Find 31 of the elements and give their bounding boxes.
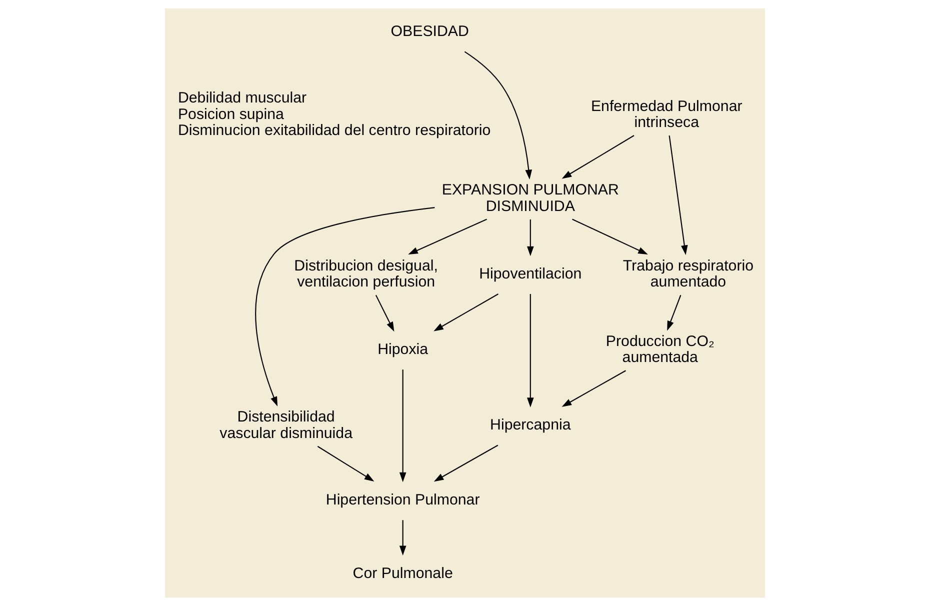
node-text: Distensibilidad vascular disminuida — [219, 408, 352, 442]
arrow — [561, 370, 626, 407]
arrow — [666, 294, 681, 331]
arrow — [561, 135, 634, 179]
node-text: EXPANSION PULMONAR DISMINUIDA — [441, 182, 618, 215]
node-text: Hipoventilacion — [478, 265, 582, 282]
label: Disminucion exitabilidad del centro respiratorio — [177, 122, 490, 140]
node-text: Enfermedad Pulmonar intrinseca — [590, 98, 742, 131]
arrow — [526, 294, 534, 408]
arrow — [398, 370, 406, 482]
node-text: Distribucion desigual, ventilacion perfusion — [294, 257, 438, 290]
node-text: Produccion CO₂ aumentada — [605, 332, 714, 366]
arrow — [316, 446, 374, 482]
label: Posicion supina — [177, 106, 284, 123]
arrow — [433, 444, 498, 482]
arrow — [254, 207, 434, 406]
node-text: Trabajo respiratorio aumentado — [622, 257, 754, 290]
arrow — [398, 520, 406, 556]
label: Debilidad muscular — [177, 90, 306, 107]
node-text: OBESIDAD — [390, 23, 468, 40]
node-text: Cor Pulmonale — [352, 564, 452, 582]
arrow — [668, 136, 688, 256]
node-text: Hipercapnia — [490, 416, 570, 434]
arrow — [433, 294, 498, 332]
arrow — [374, 294, 394, 332]
arrow — [408, 218, 487, 254]
arrow — [464, 51, 532, 180]
arrow — [572, 218, 648, 254]
node-text: Hipertension Pulmonar — [325, 491, 480, 508]
node-text: Hipoxia — [377, 341, 428, 358]
arrow — [526, 219, 534, 256]
